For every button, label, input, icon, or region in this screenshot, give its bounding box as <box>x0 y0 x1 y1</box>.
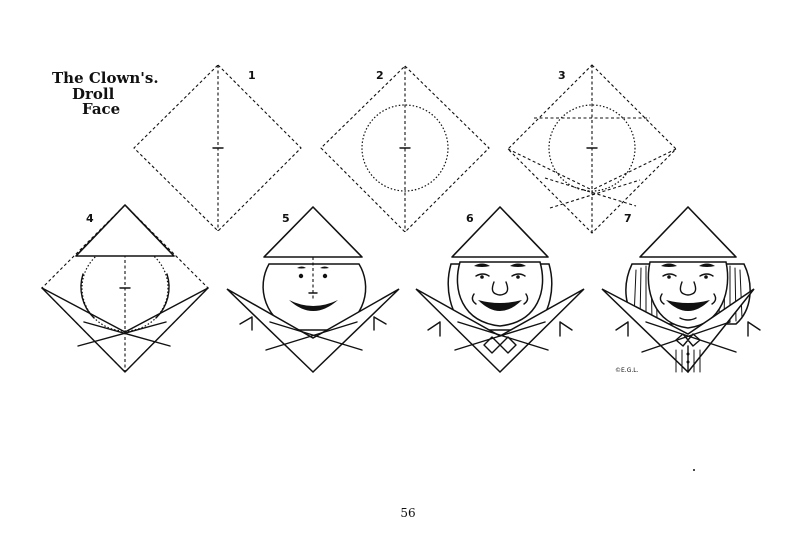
step-2: 2 <box>320 65 490 233</box>
hat-triangle <box>75 204 175 257</box>
left-eyebrow <box>297 266 306 269</box>
collar-inner-fold <box>41 287 209 333</box>
face-outline <box>456 261 544 327</box>
collar-guide-right <box>591 148 677 191</box>
dashed-diamond <box>133 64 302 232</box>
right-eye <box>516 275 520 279</box>
step-number-4: 4 <box>86 212 94 225</box>
dashed-diamond <box>41 204 209 373</box>
bow-tie <box>675 333 701 347</box>
left-shoulder <box>239 316 253 331</box>
hat-triangle <box>263 206 363 258</box>
stray-dot <box>693 469 695 471</box>
step-number-3: 3 <box>558 69 566 82</box>
step-number-6: 6 <box>466 212 474 225</box>
bow-tie <box>483 336 517 354</box>
dashed-diamond <box>320 65 490 233</box>
shirt-button-2 <box>686 360 690 364</box>
step-1: 1 <box>133 64 302 232</box>
dotted-circle <box>548 104 636 192</box>
collar-cross-b <box>457 321 549 351</box>
step-3: 3 <box>507 64 677 234</box>
cheek-lines <box>471 293 529 305</box>
left-eyebrow <box>474 263 490 267</box>
collar-outline <box>601 288 755 374</box>
collar-outline <box>41 287 209 373</box>
right-eyebrow <box>320 266 329 269</box>
face-circle <box>262 263 367 331</box>
shirt-button-1 <box>686 352 690 356</box>
copyright-mark: ©E.G.L. <box>615 367 639 374</box>
nose <box>679 281 697 296</box>
left-eye <box>480 275 484 279</box>
page-number: 56 <box>400 506 416 520</box>
nose <box>491 281 509 296</box>
dotted-circle <box>361 104 449 192</box>
title-line-3: Face <box>82 100 121 118</box>
step-number-2: 2 <box>376 69 384 82</box>
right-eye <box>322 273 328 279</box>
step-4: 4 <box>41 204 209 373</box>
left-eyebrow <box>661 263 677 267</box>
right-shoulder <box>747 321 761 337</box>
step-7: 7 ©E.G.L. <box>601 206 761 374</box>
smile <box>289 300 338 311</box>
eyelids <box>475 273 526 277</box>
left-eye <box>298 273 304 279</box>
collar-guide-left <box>507 148 593 191</box>
cheek-lines <box>659 293 717 305</box>
step-number-7: 7 <box>624 212 632 225</box>
collar-cross-a <box>454 321 546 351</box>
eyelids <box>662 273 714 277</box>
title-line-1: The Clown's. <box>52 69 159 87</box>
step-number-1: 1 <box>248 69 256 82</box>
hat-triangle <box>639 206 737 258</box>
title-line-2: Droll <box>72 85 115 103</box>
right-eye <box>704 275 708 279</box>
collar-cross-a <box>265 321 358 351</box>
collar-cross-guide-b <box>544 177 637 207</box>
smile <box>478 300 522 311</box>
left-shoulder <box>427 321 441 337</box>
right-shoulder <box>373 316 387 331</box>
left-shoulder <box>615 321 629 337</box>
step-number-5: 5 <box>282 212 290 225</box>
collar-cross-guide-a <box>549 179 641 209</box>
collar-cross-a <box>77 321 167 347</box>
smile <box>666 300 710 311</box>
right-shoulder <box>559 321 573 337</box>
right-eyebrow <box>699 263 715 267</box>
chin-line <box>679 317 697 321</box>
hat-triangle <box>451 206 549 258</box>
dotted-circle <box>81 244 169 332</box>
right-eyebrow <box>510 263 526 267</box>
collar-cross-b <box>83 321 171 347</box>
step-5: 5 <box>226 206 400 374</box>
collar-cross-b <box>269 321 363 351</box>
step-6: 6 <box>415 206 585 374</box>
left-eye <box>667 275 671 279</box>
shirt-stripes <box>675 349 701 373</box>
hair-strands <box>633 263 743 323</box>
